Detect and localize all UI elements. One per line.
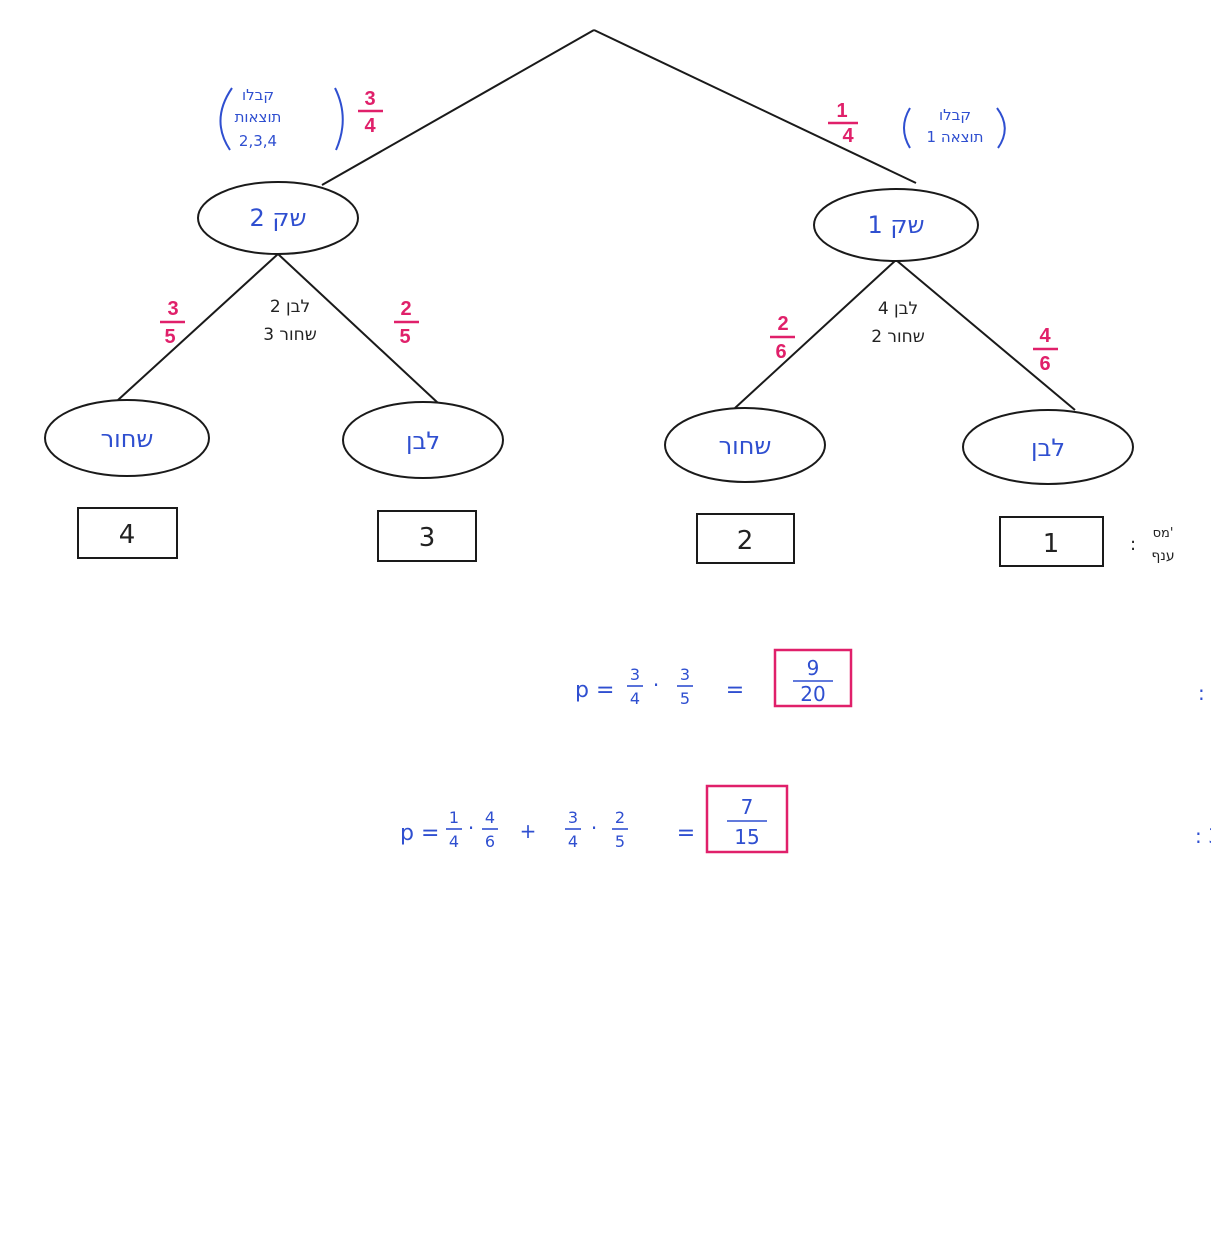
condition-line: קבלו	[242, 86, 274, 104]
label-colon: :	[1130, 534, 1136, 555]
leaf-label: שחור	[719, 432, 772, 460]
edge-bag2-white	[277, 253, 439, 404]
denominator: 5	[615, 832, 625, 851]
numerator: 3	[630, 665, 640, 684]
prob-leaf-3: 2 5	[394, 298, 419, 348]
branch-number: 2	[737, 526, 754, 556]
equals: =	[726, 678, 744, 703]
bag2-condition: קבלו תוצאות 2,3,4	[219, 86, 344, 151]
prob-bag1: 1 4	[828, 100, 858, 147]
condition-line: תוצאות	[235, 108, 282, 126]
label-line: ענף	[1151, 548, 1174, 564]
answer-a: א) ענף 4 : p = 3 4 · 3 5 = 9 20	[575, 648, 1211, 708]
numerator: 2	[615, 808, 625, 827]
denominator: 4	[568, 832, 578, 851]
condition-line: 2,3,4	[239, 132, 277, 150]
bag2-label: שק 2	[250, 204, 307, 232]
numerator: 2	[777, 313, 788, 335]
bag1-label: שק 1	[868, 211, 925, 239]
branch-number-label: מס' ענף :	[1130, 526, 1175, 564]
edge-root-bag2	[321, 29, 595, 186]
denominator: 5	[399, 326, 410, 348]
leaf-label: שחור	[101, 425, 154, 453]
numerator: 3	[568, 808, 578, 827]
p-equals: p =	[575, 678, 614, 703]
bag2-contents-black: 3 שחור	[263, 325, 317, 345]
numerator: 3	[167, 298, 178, 320]
result-denominator: 20	[800, 682, 825, 706]
prob-leaf-2: 2 6	[770, 313, 795, 363]
result-box	[773, 648, 853, 708]
times: ·	[468, 816, 474, 840]
leaf-node-1: לבן	[962, 409, 1134, 485]
denominator: 6	[1039, 353, 1050, 375]
plus: +	[520, 819, 537, 843]
leaf-node-4: שחור	[44, 399, 210, 477]
result-numerator: 7	[741, 795, 754, 819]
branch-box-2: 2	[696, 513, 795, 564]
denominator: 5	[164, 326, 175, 348]
prob-leaf-4: 3 5	[160, 298, 185, 348]
times: ·	[653, 673, 659, 697]
branch-box-1: 1	[999, 516, 1104, 567]
numerator: 1	[836, 100, 847, 122]
branch-box-3: 3	[377, 510, 477, 562]
numerator: 3	[364, 88, 375, 110]
condition-line: קבלו	[939, 106, 971, 124]
bag2-contents-white: 2 לבן	[270, 297, 310, 317]
bag1-contents-white: 4 לבן	[878, 299, 918, 319]
leaf-label: לבן	[406, 427, 440, 455]
denominator: 4	[630, 689, 640, 708]
prob-bag2: 3 4	[358, 88, 383, 137]
result-denominator: 15	[734, 825, 759, 849]
branch-number: 4	[119, 520, 136, 550]
denominator: 4	[364, 115, 376, 137]
leaf-node-3: לבן	[342, 401, 504, 479]
label-line: מס'	[1153, 526, 1174, 541]
prob-leaf-1: 4 6	[1033, 325, 1058, 375]
result-box	[705, 784, 789, 854]
result-numerator: 9	[807, 656, 820, 680]
bag1-contents-black: 2 שחור	[871, 327, 925, 347]
denominator: 5	[680, 689, 690, 708]
leaf-label: לבן	[1031, 434, 1065, 462]
branch-number: 3	[419, 523, 436, 553]
answer-b-label: ב) ענפים 1 ו-3 :	[1195, 824, 1211, 848]
numerator: 2	[400, 298, 411, 320]
leaf-node-2: שחור	[664, 407, 826, 483]
numerator: 1	[449, 808, 459, 827]
condition-line: תוצאה 1	[927, 128, 984, 146]
answer-a-label: א) ענף 4 :	[1198, 681, 1211, 705]
bag1-condition: קבלו תוצאה 1	[903, 106, 1006, 149]
edge-root-bag1	[593, 29, 917, 184]
denominator: 6	[485, 832, 495, 851]
numerator: 4	[1039, 325, 1051, 347]
branch-number: 1	[1043, 529, 1060, 559]
edge-bag1-black	[734, 259, 897, 409]
denominator: 4	[449, 832, 459, 851]
numerator: 4	[485, 808, 495, 827]
denominator: 6	[775, 341, 786, 363]
numerator: 3	[680, 665, 690, 684]
denominator: 4	[842, 125, 854, 147]
answer-b: ב) ענפים 1 ו-3 : p = 1 4 · 4 6 + 3 4 · 2…	[400, 784, 1211, 854]
branch-box-4: 4	[77, 507, 178, 559]
equals: =	[677, 821, 695, 846]
node-bag2: שק 2	[197, 181, 359, 255]
edge-bag2-black	[117, 253, 279, 401]
p-equals: p =	[400, 821, 439, 846]
times: ·	[591, 816, 597, 840]
edge-bag1-white	[895, 259, 1076, 411]
node-bag1: שק 1	[813, 188, 979, 262]
